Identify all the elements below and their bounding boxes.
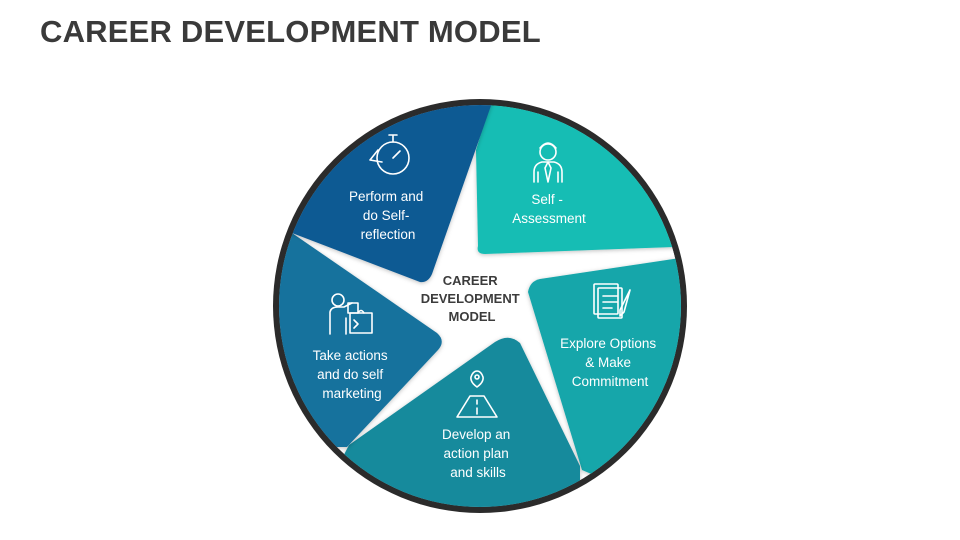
segment-label-self-assessment: Self - Assessment — [512, 192, 586, 226]
segment-label-perform-reflect: Perform and do Self- reflection — [349, 189, 427, 242]
segment-label-develop-plan: Develop an action plan and skills — [442, 427, 514, 480]
segment-label-explore-options: Explore Options & Make Commitment — [560, 336, 660, 389]
center-label: CAREER DEVELOPMENT MODEL — [421, 273, 524, 324]
businessman-icon — [533, 142, 563, 183]
document-pen-icon — [593, 283, 631, 319]
road-pin-icon — [456, 370, 498, 418]
puzzle-person-icon — [329, 293, 373, 335]
page-title: CAREER DEVELOPMENT MODEL — [40, 14, 541, 49]
segment-take-actions[interactable] — [270, 230, 442, 447]
stopwatch-icon — [369, 134, 410, 175]
segment-label-take-actions: Take actions and do self marketing — [313, 348, 392, 401]
